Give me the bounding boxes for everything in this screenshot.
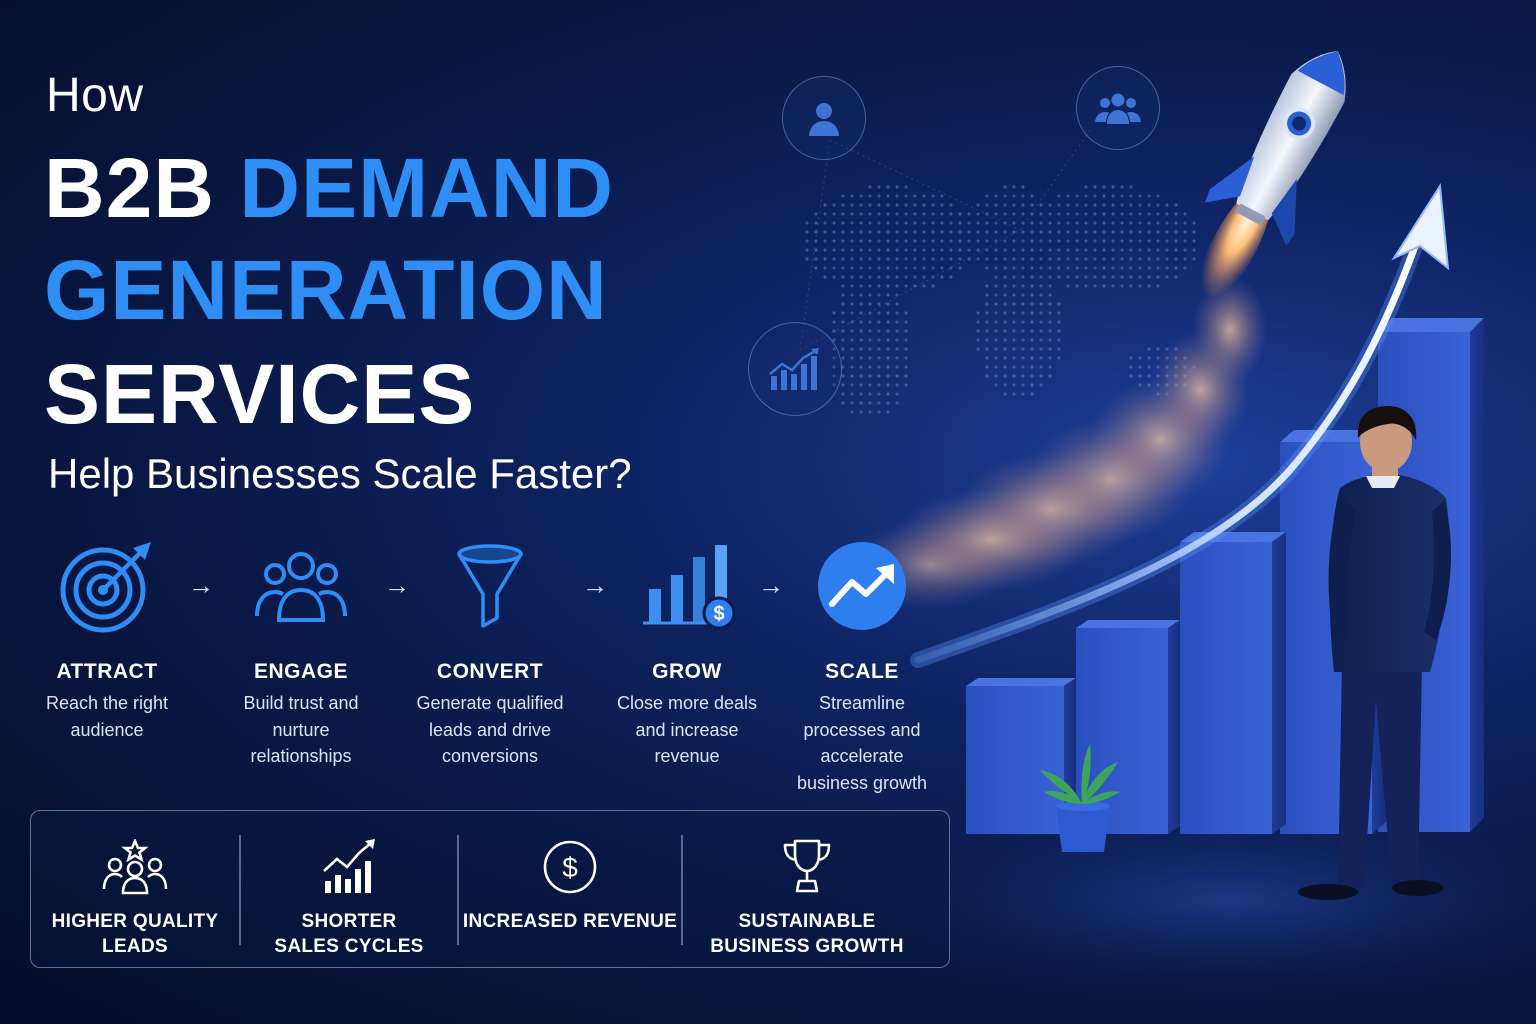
- trophy-icon: [683, 833, 931, 895]
- desc-line: audience: [70, 719, 144, 740]
- step-description: Generate qualified leads and drive conve…: [395, 690, 585, 770]
- revenue-bars-icon: $: [639, 538, 735, 634]
- benefit-label: HIGHER QUALITY LEADS: [51, 911, 219, 957]
- svg-text:$: $: [713, 603, 724, 625]
- desc-line: conversions: [441, 746, 539, 766]
- divider: [457, 835, 459, 945]
- desc-line: Close more deals: [616, 693, 758, 713]
- step-grow: $ GROW Close more deals and increase rev…: [592, 538, 782, 770]
- desc-line: nurture: [272, 719, 330, 740]
- desc-line: Reach the right: [45, 693, 169, 713]
- divider: [239, 835, 241, 945]
- step-title: GROW: [652, 660, 722, 683]
- step-title: ENGAGE: [253, 660, 348, 683]
- divider: [681, 835, 683, 945]
- step-title: ATTRACT: [56, 660, 158, 683]
- step-description: Reach the right audience: [12, 690, 202, 743]
- star-people-icon: [31, 833, 239, 895]
- headline-how: How: [46, 69, 144, 122]
- step-description: Build trust and nurture relationships: [206, 690, 396, 770]
- headline-generation: GENERATION: [44, 243, 608, 337]
- step-attract: ATTRACT Reach the right audience: [12, 538, 202, 743]
- people-group-icon: [253, 538, 349, 634]
- step-title: CONVERT: [436, 660, 544, 683]
- benefit-label: SUSTAINABLE BUSINESS GROWTH: [710, 911, 904, 957]
- benefits-panel: HIGHER QUALITY LEADS SHORTER SALES CY: [30, 810, 950, 968]
- businessman-figure: [1298, 406, 1451, 900]
- headline-demand: DEMAND: [239, 141, 615, 235]
- arrow-right-icon: →: [582, 570, 608, 600]
- world-map-network-icon: [799, 129, 1196, 414]
- step-scale: SCALE Streamline processes and accelerat…: [767, 538, 957, 796]
- benefit-shorter-sales-cycles: SHORTER SALES CYCLES: [241, 811, 457, 969]
- desc-line: and increase: [635, 719, 739, 740]
- benefit-label: INCREASED REVENUE: [462, 911, 678, 932]
- plant-icon: [1040, 744, 1120, 852]
- step-description: Streamline processes and accelerate busi…: [767, 690, 957, 796]
- arrow-head-icon: [1391, 183, 1450, 271]
- desc-line: business growth: [796, 772, 928, 793]
- desc-line: relationships: [250, 746, 352, 766]
- dollar-circle-icon: $: [459, 833, 681, 895]
- users-icon: [1076, 66, 1160, 150]
- benefit-increased-revenue: $ INCREASED REVENUE: [459, 811, 681, 969]
- trend-up-circle-icon: [814, 538, 910, 634]
- desc-line: leads and drive: [428, 719, 552, 740]
- arrow-right-icon: →: [188, 570, 214, 600]
- desc-line: Streamline: [818, 693, 906, 713]
- benefit-label: SHORTER SALES CYCLES: [274, 911, 424, 957]
- chart-icon: [748, 322, 842, 416]
- arrow-right-icon: →: [384, 570, 410, 600]
- desc-line: Generate qualified: [416, 693, 564, 713]
- headline-subtitle: Help Businesses Scale Faster?: [48, 450, 632, 497]
- desc-line: revenue: [654, 746, 720, 766]
- growth-chart-icon: [241, 833, 457, 895]
- svg-text:$: $: [562, 852, 578, 883]
- desc-line: processes and: [803, 719, 921, 740]
- funnel-icon: [442, 538, 538, 634]
- target-icon: [59, 538, 155, 634]
- step-description: Close more deals and increase revenue: [592, 690, 782, 770]
- step-convert: CONVERT Generate qualified leads and dri…: [395, 538, 585, 770]
- step-title: SCALE: [825, 660, 899, 683]
- step-engage: ENGAGE Build trust and nurture relations…: [206, 538, 396, 770]
- arrow-right-icon: →: [758, 570, 784, 600]
- desc-line: accelerate: [820, 746, 904, 766]
- headline-line-1: B2B DEMAND: [44, 146, 614, 230]
- benefit-higher-quality-leads: HIGHER QUALITY LEADS: [31, 811, 239, 969]
- desc-line: Build trust and: [243, 693, 359, 713]
- user-icon: [782, 76, 866, 160]
- headline-services: SERVICES: [44, 347, 476, 441]
- headline-b2b: B2B: [44, 141, 216, 235]
- benefit-sustainable-growth: SUSTAINABLE BUSINESS GROWTH: [683, 811, 931, 969]
